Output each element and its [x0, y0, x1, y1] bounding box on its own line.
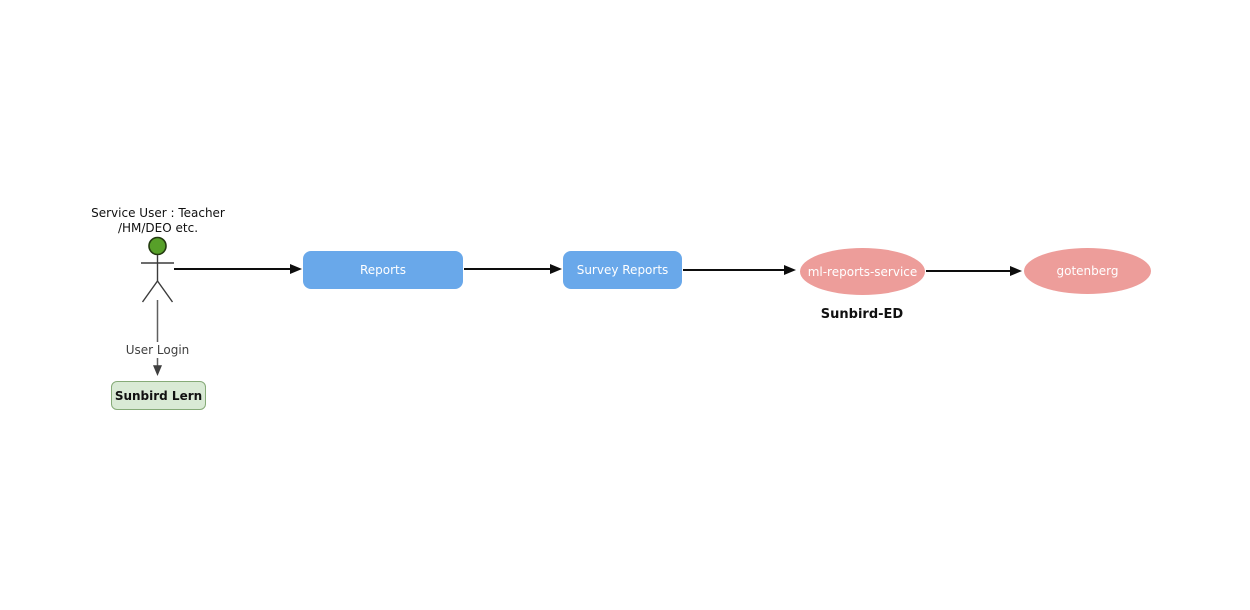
caption-sunbird-ed: Sunbird-ED	[820, 307, 904, 322]
node-reports: Reports	[303, 251, 463, 289]
node-ml-reports-service: ml-reports-service	[800, 248, 925, 295]
actor-label-line2: /HM/DEO etc.	[117, 221, 199, 235]
node-gotenberg: gotenberg	[1024, 248, 1151, 294]
node-sunbird-lern-label: Sunbird Lern	[114, 388, 203, 403]
node-gotenberg-label: gotenberg	[1056, 264, 1119, 278]
edge-label-user-login: User Login	[111, 342, 204, 358]
node-sunbird-lern: Sunbird Lern	[111, 381, 206, 410]
node-reports-label: Reports	[359, 263, 407, 277]
node-survey-reports: Survey Reports	[563, 251, 682, 289]
stick-figure-actor-icon	[141, 236, 174, 303]
node-ml-reports-service-label: ml-reports-service	[807, 264, 918, 279]
actor-label: Service User : Teacher /HM/DEO etc.	[58, 206, 258, 236]
node-survey-reports-label: Survey Reports	[576, 263, 669, 277]
actor-label-line1: Service User : Teacher	[91, 206, 225, 220]
